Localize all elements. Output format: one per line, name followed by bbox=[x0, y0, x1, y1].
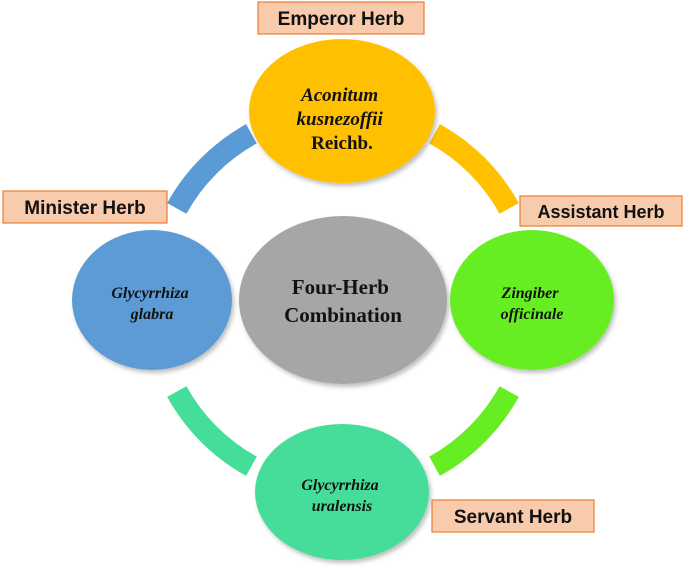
ring-arc-assistant-servant bbox=[429, 386, 519, 476]
assistant-herb-role: Assistant Herb bbox=[537, 202, 664, 222]
assistant-herb-name-line2: officinale bbox=[501, 306, 564, 323]
ring-arc-emperor-assistant bbox=[429, 124, 519, 214]
servant-herb-role: Servant Herb bbox=[454, 507, 572, 528]
assistant-herb-name: Zingiber officinale bbox=[501, 285, 564, 323]
emperor-herb-name-line2: kusnezoffii bbox=[297, 109, 384, 130]
assistant-herb-node bbox=[450, 230, 614, 370]
minister-herb-name: Glycyrrhiza glabra bbox=[111, 285, 192, 323]
emperor-herb-label: Emperor Herb bbox=[257, 1, 425, 35]
assistant-herb-label: Assistant Herb bbox=[519, 195, 683, 227]
emperor-herb-name-line3: Reichb. bbox=[311, 133, 373, 154]
ring-arc-minister-emperor bbox=[167, 124, 257, 214]
servant-herb-name-line1: Glycyrrhiza bbox=[301, 477, 378, 494]
servant-herb-name: Glycyrrhiza uralensis bbox=[301, 477, 382, 515]
minister-herb-node bbox=[72, 230, 232, 370]
minister-herb-label: Minister Herb bbox=[2, 190, 168, 224]
minister-herb-name-line1: Glycyrrhiza bbox=[111, 285, 188, 302]
emperor-herb-node bbox=[249, 39, 435, 183]
emperor-herb-role: Emperor Herb bbox=[278, 9, 405, 30]
servant-herb-name-line2: uralensis bbox=[312, 498, 372, 515]
minister-herb-name-line2: glabra bbox=[130, 306, 174, 323]
center-label-line1: Four-Herb bbox=[292, 275, 389, 299]
emperor-herb-name: Aconitum kusnezoffii Reichb. bbox=[297, 85, 388, 154]
emperor-herb-name-line1: Aconitum bbox=[300, 85, 378, 106]
center-node bbox=[239, 216, 447, 384]
minister-herb-role: Minister Herb bbox=[24, 198, 145, 219]
ring-arc-servant-minister bbox=[167, 386, 257, 476]
servant-herb-label: Servant Herb bbox=[431, 499, 595, 533]
center-label: Four-Herb Combination bbox=[284, 275, 402, 327]
center-label-line2: Combination bbox=[284, 303, 402, 327]
servant-herb-node bbox=[255, 424, 429, 560]
assistant-herb-name-line1: Zingiber bbox=[501, 285, 560, 302]
